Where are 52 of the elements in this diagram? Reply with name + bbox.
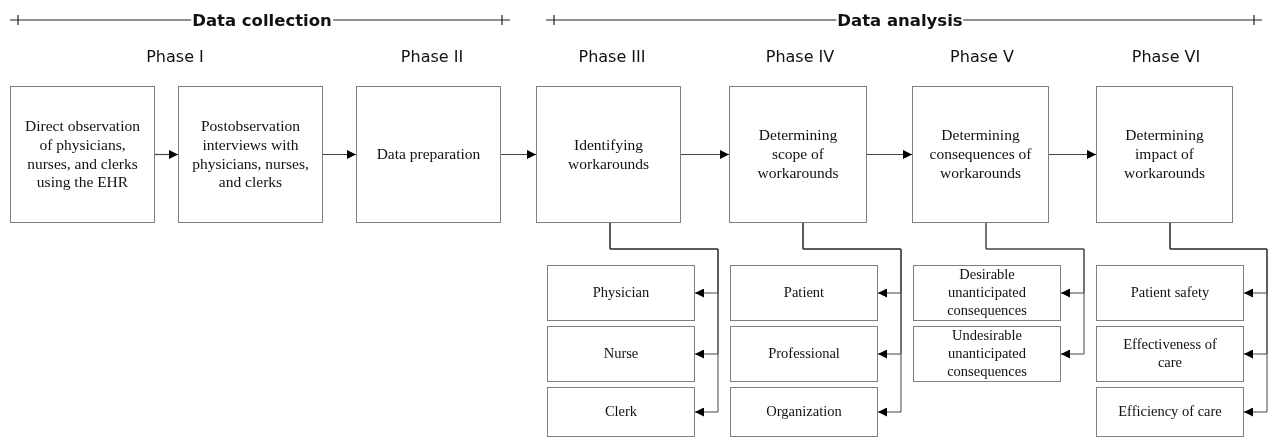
box-text: Determining scope of workarounds (756, 126, 840, 183)
category-box (547, 265, 695, 321)
box-text: Nurse (603, 345, 639, 363)
box-text: Determining impact of workarounds (1123, 126, 1206, 183)
category-box (913, 265, 1061, 321)
arrow (866, 150, 913, 159)
box-text: Direct observation of physicians, nurses, and clerks using the EHR (24, 116, 141, 193)
box-text: Identifying workarounds (567, 135, 650, 174)
box-text: Desirable unanticipated consequences (946, 266, 1028, 320)
box-text: Determining consequences of workarounds (928, 126, 1033, 183)
box-text: Efficiency of care (1118, 403, 1222, 421)
process-box (356, 86, 501, 223)
box-text: Organization (766, 403, 842, 421)
arrow (1048, 150, 1097, 159)
box-text: Patient safety (1130, 284, 1210, 302)
arrow (802, 222, 902, 417)
category-box (547, 326, 695, 382)
phase-heading: Phase II (400, 47, 464, 66)
category-box (730, 387, 878, 437)
category-box (730, 265, 878, 321)
process-box (178, 86, 323, 223)
arrow (500, 150, 537, 159)
category-box (1096, 265, 1244, 321)
category-box (730, 326, 878, 382)
category-box (1096, 387, 1244, 437)
process-box (912, 86, 1049, 223)
box-text: Data preparation (376, 145, 481, 164)
phase-heading: Phase III (578, 47, 646, 66)
phase-heading: Phase VI (1131, 47, 1201, 66)
arrow (154, 150, 179, 159)
category-box (547, 387, 695, 437)
phase-heading: Phase IV (765, 47, 835, 66)
arrow (322, 150, 357, 159)
arrow (609, 222, 719, 417)
arrow (680, 150, 730, 159)
category-box (913, 326, 1061, 382)
box-text: Patient (783, 284, 825, 302)
box-text: Undesirable unanticipated consequences (946, 327, 1028, 381)
phase-heading: Phase I (146, 47, 204, 66)
process-box (10, 86, 155, 223)
box-text: Professional (768, 345, 840, 363)
box-text: Clerk (604, 403, 638, 421)
process-box (729, 86, 867, 223)
process-box (536, 86, 681, 223)
arrow (1169, 222, 1268, 417)
category-box (1096, 326, 1244, 382)
box-text: Postobservation interviews with physicians, nurses, and clerks (191, 116, 310, 193)
box-text: Physician (592, 284, 650, 302)
phase-heading: Phase V (950, 47, 1014, 66)
arrow (985, 222, 1085, 359)
process-box (1096, 86, 1233, 223)
box-text: Effectiveness of care (1122, 336, 1218, 372)
